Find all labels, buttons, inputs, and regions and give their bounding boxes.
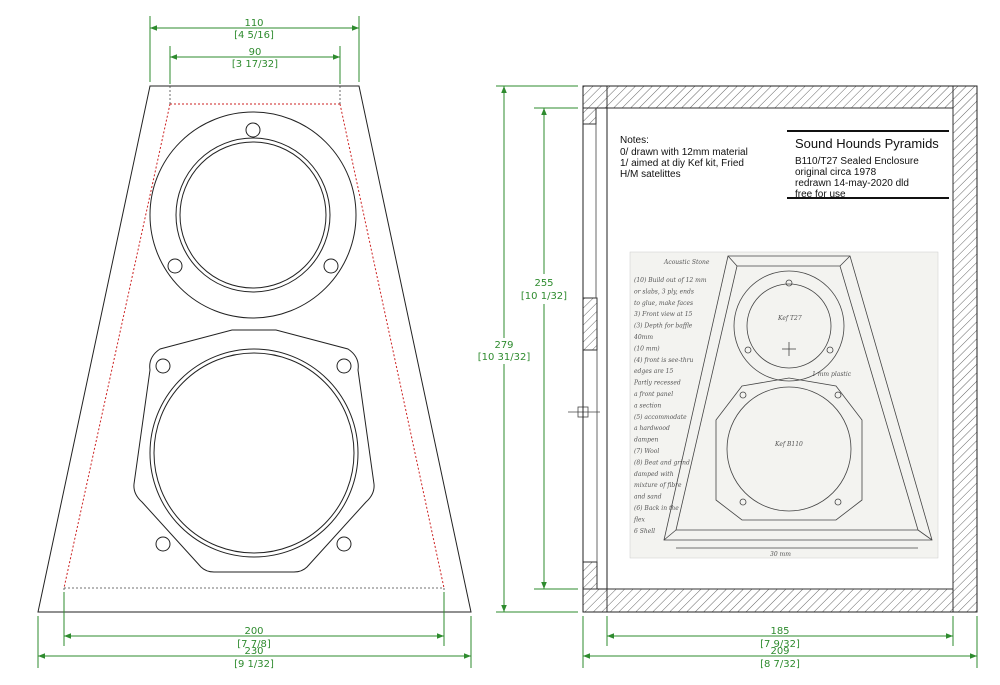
dim-bottom-inner-mm: 200 bbox=[244, 626, 263, 637]
scan-note-line: (5) accommodate bbox=[634, 414, 687, 421]
scanned-original-sketch: Acoustic Stone (10) Build out of 12 mm or… bbox=[629, 251, 939, 559]
scan-note-line: Partly recessed bbox=[633, 380, 681, 387]
notes-block: Notes: 0/ drawn with 12mm material 1/ ai… bbox=[620, 135, 748, 180]
bottom-panel bbox=[606, 588, 954, 613]
woofer-mount bbox=[133, 329, 375, 573]
scan-note-line: flex bbox=[633, 516, 646, 523]
dim-top-outer-mm: 110 bbox=[244, 18, 263, 29]
dim-bottom-inner: 200 [7 7/8] bbox=[63, 592, 445, 650]
crosshair-mark bbox=[568, 396, 600, 428]
woofer-screw-hole bbox=[336, 536, 352, 552]
dim-depth-outer: 209 [8 7/32] bbox=[582, 616, 978, 670]
scan-note-line: a section bbox=[634, 402, 661, 409]
scan-note-line: edges are 15 bbox=[634, 368, 673, 375]
dim-depth-inner: 185 [7 9/32] bbox=[606, 616, 954, 650]
notes-heading: Notes: bbox=[620, 135, 649, 146]
scan-note-line: a hardwood bbox=[634, 425, 670, 432]
baffle-step-top bbox=[582, 107, 597, 125]
dim-top-outer: 110 [4 5/16] bbox=[149, 16, 360, 82]
notes-line-1: 0/ drawn with 12mm material bbox=[620, 147, 748, 158]
front-top-block bbox=[582, 85, 608, 109]
scan-note-line: 6 Shell bbox=[634, 528, 655, 535]
dim-height-outer-mm: 279 bbox=[494, 340, 513, 351]
scan-note-line: (3) Depth for baffle bbox=[634, 323, 693, 330]
dim-top-inner-mm: 90 bbox=[249, 47, 262, 58]
dim-top-inner-in: [3 17/32] bbox=[232, 59, 278, 70]
front-bottom-block bbox=[582, 588, 608, 613]
title-line-2: original circa 1978 bbox=[795, 167, 877, 178]
tweeter-screw-hole bbox=[167, 258, 183, 274]
scan-note-line: (4) front is see-thru bbox=[634, 357, 694, 364]
scan-note-line: (10 mm) bbox=[634, 345, 660, 352]
scan-note-line: (6) Back in the bbox=[634, 505, 679, 512]
dim-height-inner-in: [10 1/32] bbox=[521, 291, 567, 302]
scan-note-line: dampen bbox=[634, 437, 658, 444]
title-line-4: free for use bbox=[795, 189, 846, 200]
woofer-screw-hole bbox=[336, 358, 352, 374]
front-view: 110 [4 5/16] 90 [3 17/32] 200 [7 7/8] 23… bbox=[37, 16, 472, 670]
tweeter-mount bbox=[149, 111, 357, 319]
inner-edge-right bbox=[339, 103, 445, 589]
back-panel bbox=[952, 85, 978, 613]
front-baffle-outline bbox=[37, 85, 472, 613]
dim-bottom-inner-in: [7 7/8] bbox=[237, 639, 271, 650]
dim-bottom-outer-mm: 230 bbox=[244, 646, 263, 657]
scan-left-notes: (10) Build out of 12 mm or slabs, 3 ply, … bbox=[633, 277, 707, 535]
scan-note-line: to glue, make faces bbox=[634, 300, 693, 307]
dim-top-outer-in: [4 5/16] bbox=[234, 30, 274, 41]
dim-depth-outer-mm: 209 bbox=[770, 646, 789, 657]
scan-woofer-label: Kef B110 bbox=[774, 441, 803, 448]
tweeter-screw-hole bbox=[245, 122, 261, 138]
scan-note-line: 3) Front view at 15 bbox=[634, 311, 693, 318]
scan-note-line: or slabs, 3 ply, ends bbox=[634, 288, 694, 295]
scan-note-line: a front panel bbox=[634, 391, 673, 398]
dim-height-inner: 255 [10 1/32] bbox=[521, 107, 578, 590]
dim-top-inner: 90 [3 17/32] bbox=[169, 46, 341, 84]
scan-title: Acoustic Stone bbox=[663, 259, 710, 266]
dim-depth-outer-in: [8 7/32] bbox=[760, 659, 800, 670]
scan-note-line: 40mm bbox=[633, 334, 653, 341]
top-panel bbox=[606, 85, 954, 109]
inner-edge-left bbox=[63, 103, 171, 589]
title-line-3: redrawn 14-may-2020 dld bbox=[795, 178, 909, 189]
scan-note-line: and sand bbox=[634, 494, 662, 501]
tweeter-screw-hole bbox=[323, 258, 339, 274]
baffle-step-bottom bbox=[582, 561, 598, 590]
tweeter-recess bbox=[582, 297, 598, 351]
scan-note-line: (8) Beat and grind bbox=[634, 459, 690, 466]
scan-bottom-label: 30 mm bbox=[770, 551, 791, 558]
dim-bottom-outer-in: [9 1/32] bbox=[234, 659, 274, 670]
title-line-1: B110/T27 Sealed Enclosure bbox=[795, 156, 919, 167]
title-text: Sound Hounds Pyramids bbox=[795, 136, 939, 151]
notes-line-2: 1/ aimed at diy Kef kit, Fried bbox=[620, 158, 744, 169]
notes-line-3: H/M satelittes bbox=[620, 169, 681, 180]
dim-bottom-outer: 230 [9 1/32] bbox=[37, 616, 472, 670]
dim-depth-inner-in: [7 9/32] bbox=[760, 639, 800, 650]
side-view-frame bbox=[582, 85, 978, 613]
woofer-screw-hole bbox=[155, 536, 171, 552]
dim-height-outer-in: [10 31/32] bbox=[478, 352, 531, 363]
scan-note-line: mixture of fibre bbox=[634, 482, 682, 489]
dim-height-inner-mm: 255 bbox=[534, 278, 553, 289]
scan-tweeter-label: Kef T27 bbox=[777, 315, 802, 322]
scan-side-label: 1 mm plastic bbox=[812, 371, 852, 378]
scan-note-line: damped with bbox=[634, 471, 674, 478]
dim-height-outer: 279 [10 31/32] bbox=[478, 85, 578, 613]
woofer-screw-hole bbox=[155, 358, 171, 374]
side-view: Notes: 0/ drawn with 12mm material 1/ ai… bbox=[478, 85, 978, 670]
scan-note-line: (7) Wool bbox=[634, 448, 659, 455]
dim-depth-inner-mm: 185 bbox=[770, 626, 789, 637]
title-block: Sound Hounds Pyramids B110/T27 Sealed En… bbox=[787, 130, 949, 200]
scan-note-line: (10) Build out of 12 mm bbox=[634, 277, 707, 284]
